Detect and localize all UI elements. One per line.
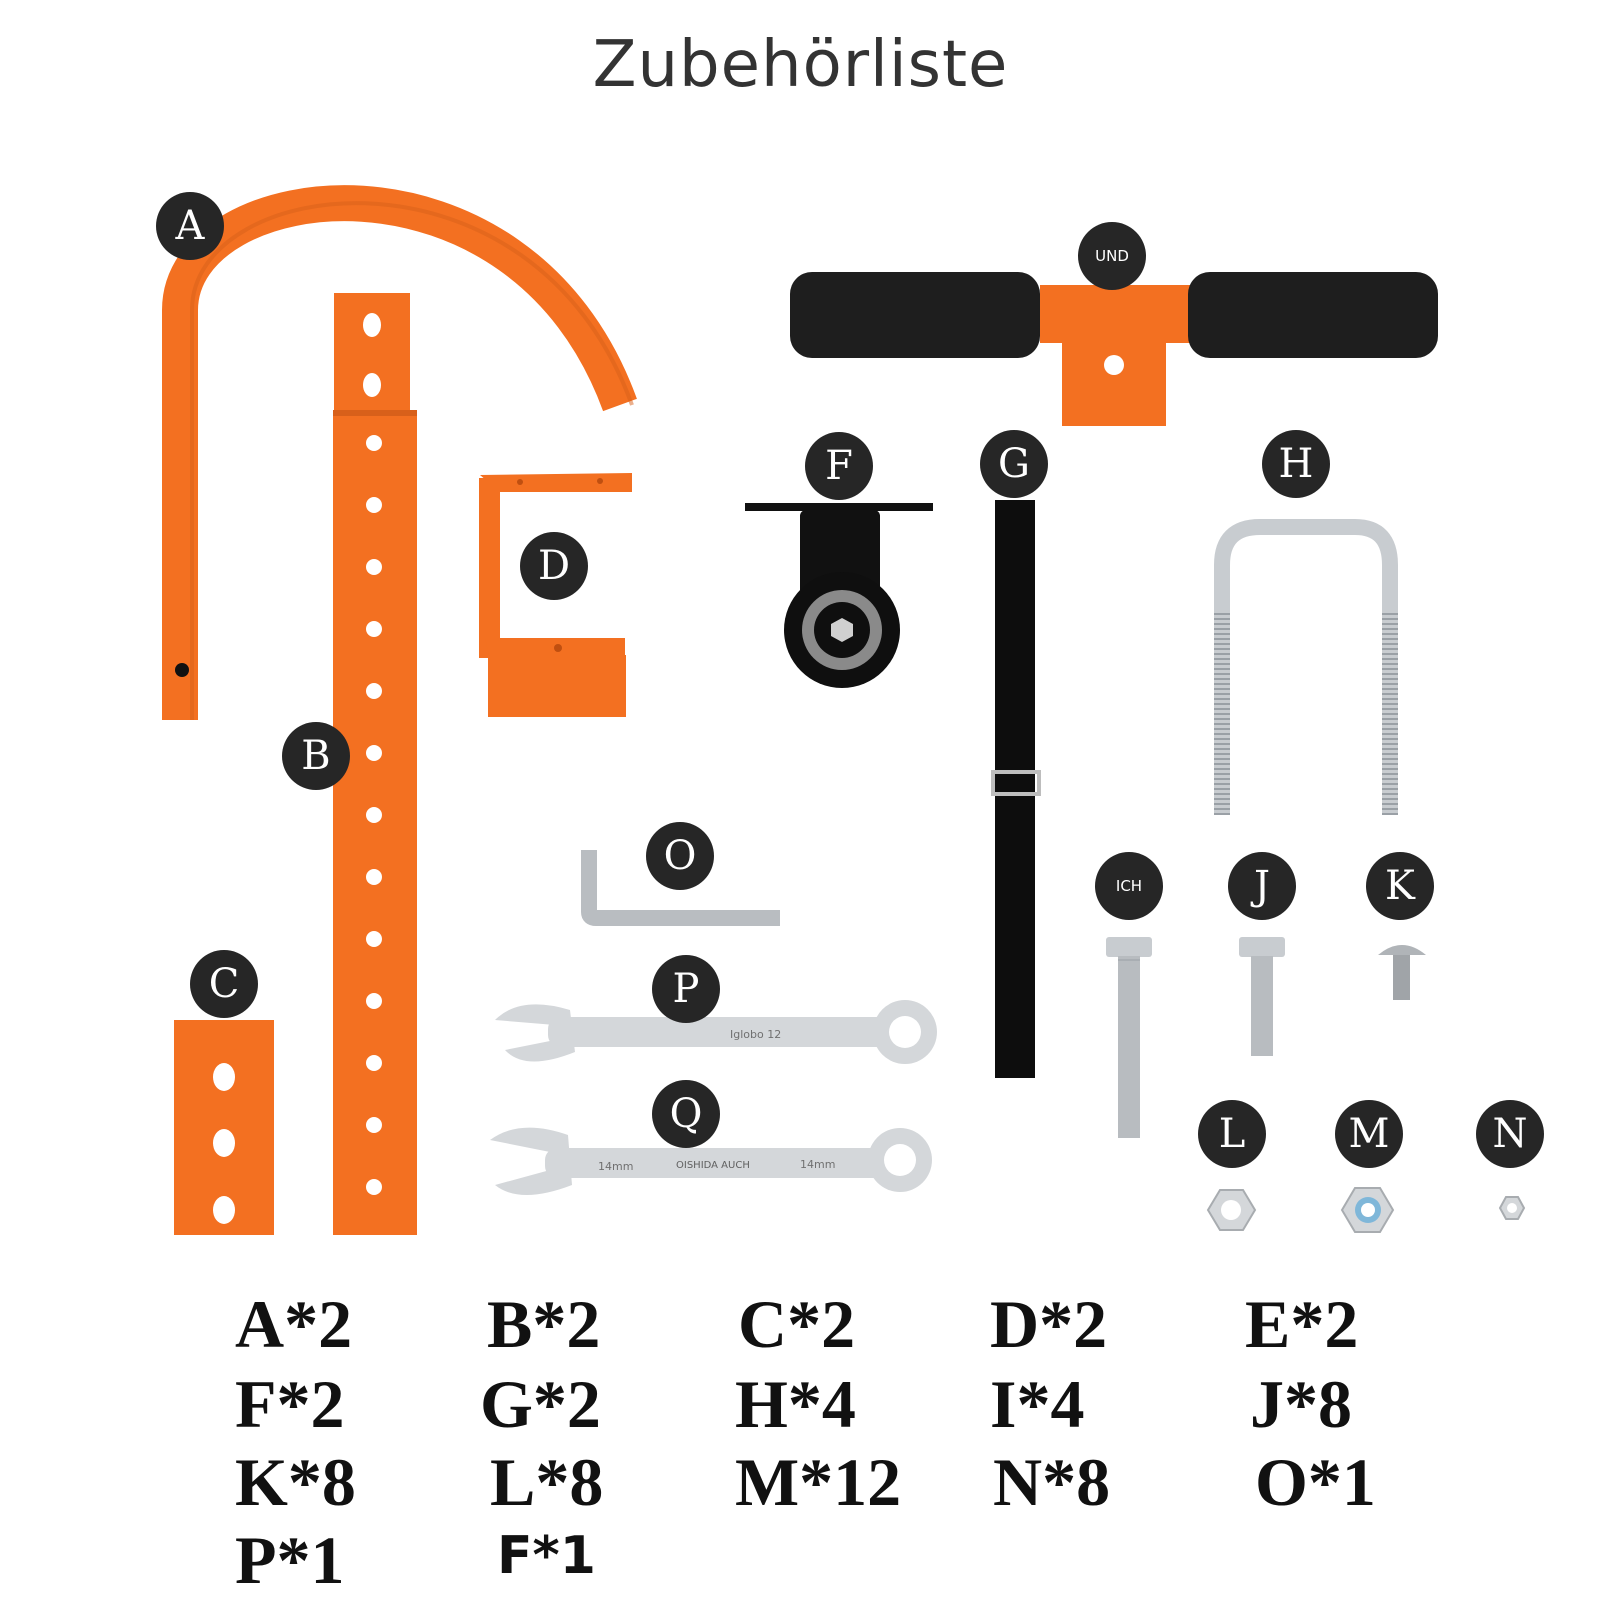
part-d-bracket: [479, 473, 632, 717]
badge-c: C: [190, 950, 258, 1018]
part-b-upright: [333, 293, 417, 1235]
part-i-long-bolt: [1106, 937, 1152, 1138]
badge-n: N: [1476, 1100, 1544, 1168]
qty-b: B*2: [487, 1286, 601, 1362]
wrench-q-size-right-text: 14mm: [800, 1158, 835, 1171]
qty-c: C*2: [738, 1286, 856, 1362]
badge-o: O: [646, 822, 714, 890]
part-c-short-tube: [174, 1020, 274, 1235]
part-q-wrench: [490, 1127, 932, 1195]
qty-a: A*2: [235, 1286, 353, 1362]
qty-n: N*8: [993, 1444, 1111, 1520]
badge-b: B: [282, 722, 350, 790]
part-h-u-bolt: [1214, 519, 1398, 815]
qty-g: G*2: [480, 1366, 601, 1442]
part-p-wrench: [495, 1000, 937, 1064]
page-title: Zubehörliste: [592, 28, 1009, 102]
badge-q: Q: [652, 1080, 720, 1148]
part-e-foam-handle: [790, 272, 1438, 426]
part-k-screw: [1378, 945, 1426, 1000]
part-f-caster-wheel: [745, 503, 933, 688]
qty-d: D*2: [990, 1286, 1108, 1362]
badge-p: P: [652, 955, 720, 1023]
part-a-hook-arm: [162, 185, 637, 720]
qty-o: O*1: [1255, 1444, 1376, 1520]
part-o-hex-key: [581, 850, 780, 926]
badge-k: K: [1366, 852, 1434, 920]
qty-k: K*8: [235, 1444, 356, 1520]
qty-l: L*8: [490, 1444, 604, 1520]
qty-p: P*1: [235, 1522, 345, 1598]
badge-i: ICH: [1095, 852, 1163, 920]
badge-l: L: [1198, 1100, 1266, 1168]
qty-i: I*4: [990, 1366, 1085, 1442]
part-n-small-nut: [1498, 1196, 1526, 1220]
badge-d: D: [520, 532, 588, 600]
qty-m: M*12: [735, 1444, 902, 1520]
wrench-p-brand-text: Iglobo 12: [730, 1028, 781, 1041]
qty-h: H*4: [735, 1366, 856, 1442]
part-l-nut: [1206, 1189, 1257, 1231]
part-m-lock-nut: [1340, 1187, 1395, 1233]
badge-f: F: [805, 432, 873, 500]
qty-j: J*8: [1250, 1366, 1352, 1442]
badge-m: M: [1335, 1100, 1403, 1168]
part-j-medium-bolt: [1239, 937, 1285, 1056]
badge-a: A: [156, 192, 224, 260]
wrench-q-brand-text: OISHIDA AUCH: [676, 1160, 750, 1171]
badge-j: J: [1228, 852, 1296, 920]
badge-h: H: [1262, 430, 1330, 498]
qty-f-extra: F*1: [497, 1526, 596, 1586]
badge-e: UND: [1078, 222, 1146, 290]
qty-e: E*2: [1245, 1286, 1359, 1362]
badge-g: G: [980, 430, 1048, 498]
part-g-strap: [991, 500, 1041, 1078]
wrench-q-size-left-text: 14mm: [598, 1160, 633, 1173]
qty-f: F*2: [235, 1366, 345, 1442]
